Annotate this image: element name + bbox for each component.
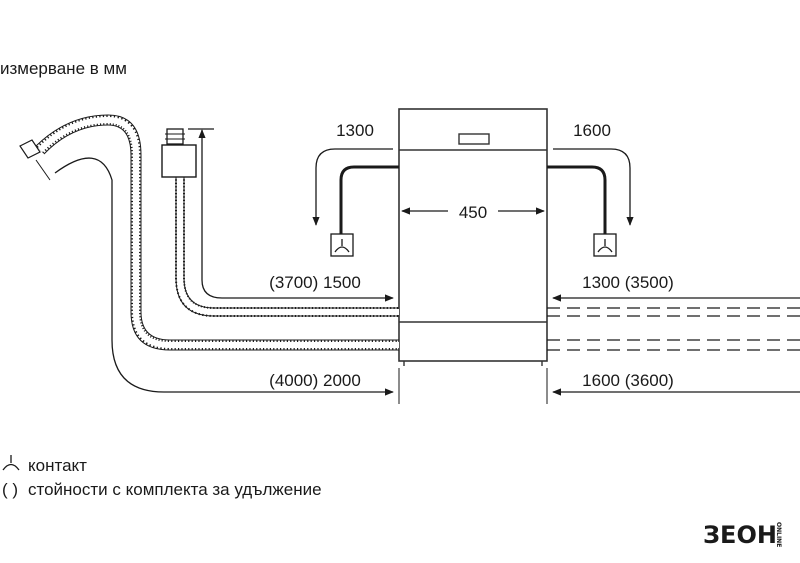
legend-extension-text: стойности с комплекта за удължение (28, 480, 322, 499)
right-power-cable: 1600 (547, 121, 634, 257)
legend-contact-text: контакт (28, 456, 87, 475)
legend-paren-symbol: ( ) (2, 480, 18, 499)
drain-hose-end (19, 139, 41, 159)
control-panel-display (458, 133, 490, 145)
aquastop-valve (161, 144, 197, 178)
earth-contact-icon (2, 455, 20, 471)
unit-caption: измерване в мм (0, 59, 127, 78)
inlet-right-dimension: 1300 (3500) (552, 273, 800, 302)
right-cable-label: 1600 (573, 121, 611, 140)
zeon-logo: ЗЕОН ONLINE (703, 521, 782, 549)
drain-right-label: 1600 (3600) (582, 371, 674, 390)
inlet-hose: (3700) 1500 (161, 128, 399, 317)
earth-contact-icon (597, 239, 613, 253)
width-dimension: 450 (401, 203, 545, 222)
logo-sub-text: ONLINE (775, 522, 782, 547)
dishwasher-body (398, 108, 548, 366)
logo-text: ЗЕОН (703, 521, 777, 549)
legend: контакт ( ) стойности с комплекта за удъ… (2, 455, 322, 499)
drain-hose: (4000) 2000 (19, 114, 399, 396)
inlet-left-label: (3700) 1500 (269, 273, 361, 292)
inlet-right-label: 1300 (3500) (582, 273, 674, 292)
left-cable-label: 1300 (336, 121, 374, 140)
right-hose-routing (547, 307, 800, 351)
drain-left-label: (4000) 2000 (269, 371, 361, 390)
tap-connector (166, 128, 184, 145)
left-power-cable: 1300 (312, 121, 399, 257)
drain-right-dimension: 1600 (3600) (552, 371, 800, 396)
width-label: 450 (459, 203, 487, 222)
